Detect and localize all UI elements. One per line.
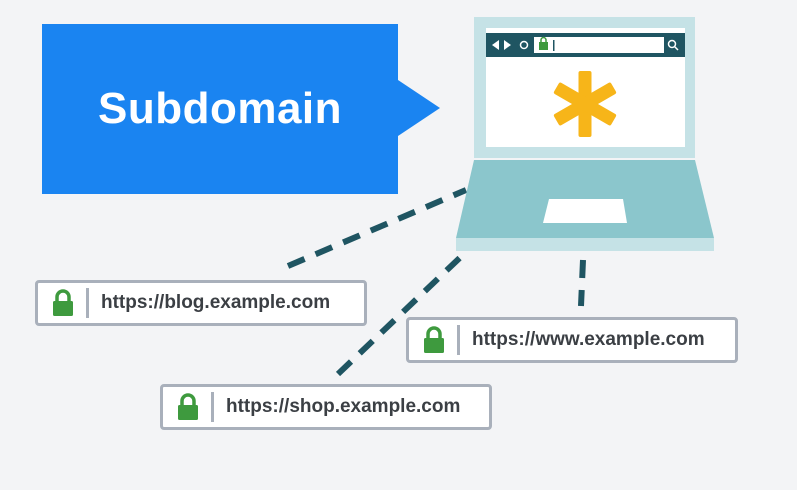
url-text-www: https://www.example.com [472,329,705,350]
browser-address-bar [534,37,664,53]
banner-pointer [398,80,440,136]
lock-icon [178,393,198,420]
lock-icon [539,42,548,50]
url-separator [86,288,89,318]
laptop-trackpad [543,199,627,223]
forward-arrow-icon [504,40,511,50]
asterisk-icon [553,71,617,137]
connector-www [578,259,586,307]
url-separator [457,325,460,355]
url-separator [211,392,214,422]
url-text-shop: https://shop.example.com [226,396,461,417]
url-box-shop: https://shop.example.com [160,384,492,430]
url-box-blog: https://blog.example.com [35,280,367,326]
lock-icon [424,326,444,353]
lock-icon [53,289,73,316]
url-box-www: https://www.example.com [406,317,738,363]
search-icon [667,39,677,49]
laptop [456,17,714,251]
connector-lines [286,187,586,377]
text-caret [553,40,555,51]
connector-blog [286,187,468,269]
reload-icon [519,40,529,50]
subdomain-banner: Subdomain [42,24,398,194]
url-text-blog: https://blog.example.com [101,292,331,313]
back-arrow-icon [492,40,499,50]
laptop-base-edge [456,238,714,251]
banner-title: Subdomain [97,84,343,133]
